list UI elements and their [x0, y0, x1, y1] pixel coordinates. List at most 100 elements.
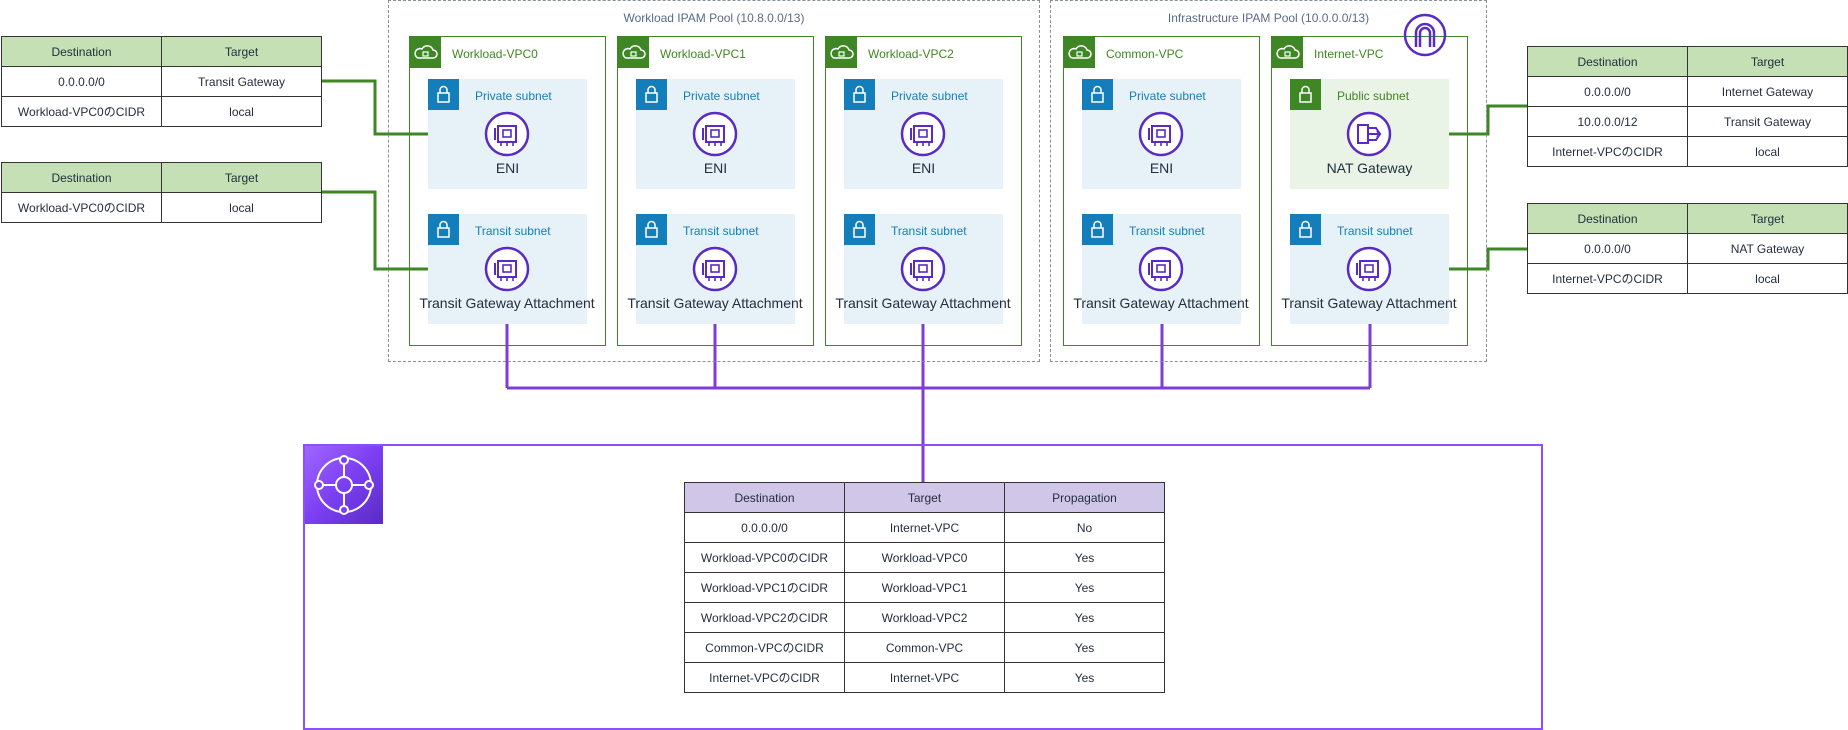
nat-gateway-icon	[1346, 111, 1392, 157]
vpc-cloud-icon	[410, 37, 441, 68]
column-header: Target	[844, 482, 1005, 513]
link-internet-public-table	[1448, 104, 1527, 136]
column-header: Target	[161, 36, 322, 67]
table-cell: Internet Gateway	[1687, 76, 1848, 107]
vpc-name: Workload-VPC0	[452, 47, 538, 61]
vpc-name: Internet-VPC	[1314, 47, 1384, 61]
table-cell: local	[161, 192, 322, 223]
table-cell: Workload-VPC1のCIDR	[684, 572, 845, 603]
table-cell: local	[1687, 136, 1848, 167]
table-cell: Internet-VPC	[844, 512, 1005, 543]
subnet-name: Private subnet	[1129, 89, 1206, 103]
subnet-name: Transit subnet	[891, 224, 967, 238]
table-cell: Workload-VPC0	[844, 542, 1005, 573]
table-cell: Yes	[1004, 632, 1165, 663]
subnet-name: Private subnet	[683, 89, 760, 103]
subnet-name: Private subnet	[475, 89, 552, 103]
table-cell: 0.0.0.0/0	[1, 66, 162, 97]
table-cell: Yes	[1004, 572, 1165, 603]
subnet-lock-icon	[1290, 79, 1321, 110]
subnet-name: Public subnet	[1337, 89, 1410, 103]
internet-gateway-icon	[1403, 13, 1447, 57]
link-wl0-private-table	[320, 79, 428, 136]
subnet-name: Private subnet	[891, 89, 968, 103]
tgw-attachment-icon	[1138, 246, 1184, 292]
subnet-lock-icon	[844, 214, 875, 245]
vpc-name: Workload-VPC2	[868, 47, 954, 61]
tgw-attachment-label-wl0: Transit Gateway Attachment	[419, 295, 595, 311]
table-cell: 0.0.0.0/0	[684, 512, 845, 543]
link-internet-transit-table	[1448, 247, 1527, 271]
table-cell: Internet-VPC	[844, 662, 1005, 693]
table-cell: 10.0.0.0/12	[1527, 106, 1688, 137]
tgw-attachment-label-wl2: Transit Gateway Attachment	[835, 295, 1011, 311]
subnet-lock-icon	[636, 79, 667, 110]
vpc-name: Workload-VPC1	[660, 47, 746, 61]
vpc-cloud-icon	[826, 37, 857, 68]
vpc-common-vpc: Common-VPC	[1063, 36, 1260, 346]
table-cell: 0.0.0.0/0	[1527, 233, 1688, 264]
workload-ipam-pool-title: Workload IPAM Pool (10.8.0.0/13)	[623, 11, 805, 25]
subnet-lock-icon	[1082, 214, 1113, 245]
table-cell: Workload-VPC0のCIDR	[1, 96, 162, 127]
eni-label-wl1: ENI	[703, 160, 728, 176]
table-cell: Workload-VPC0のCIDR	[684, 542, 845, 573]
table-cell: Workload-VPC2	[844, 602, 1005, 633]
table-cell: No	[1004, 512, 1165, 543]
network-interface-icon	[692, 111, 738, 157]
column-header: Destination	[1, 162, 162, 193]
vpc-workload-vpc0: Workload-VPC0	[409, 36, 606, 346]
workload-ipam-pool: Workload IPAM Pool (10.8.0.0/13)	[388, 0, 1040, 362]
subnet-lock-icon	[428, 214, 459, 245]
column-header: Target	[161, 162, 322, 193]
vpc-cloud-icon	[1272, 37, 1303, 68]
column-header: Destination	[1, 36, 162, 67]
table-cell: Yes	[1004, 602, 1165, 633]
table-cell: Workload-VPC1	[844, 572, 1005, 603]
subnet-lock-icon	[1290, 214, 1321, 245]
transit-gateway-container	[303, 444, 1543, 730]
subnet-name: Transit subnet	[683, 224, 759, 238]
transit-gateway-icon	[305, 446, 383, 524]
table-cell: Internet-VPCのCIDR	[1527, 263, 1688, 294]
subnet-lock-icon	[844, 79, 875, 110]
subnet-lock-icon	[428, 79, 459, 110]
network-interface-icon	[900, 111, 946, 157]
vpc-cloud-icon	[618, 37, 649, 68]
column-header: Propagation	[1004, 482, 1165, 513]
eni-label-wl2: ENI	[911, 160, 936, 176]
tgw-attachment-label-common: Transit Gateway Attachment	[1073, 295, 1249, 311]
table-cell: Workload-VPC0のCIDR	[1, 192, 162, 223]
subnet-transit-common: Transit subnet	[1082, 214, 1241, 324]
eni-label-common: ENI	[1149, 160, 1174, 176]
infrastructure-ipam-pool-title: Infrastructure IPAM Pool (10.0.0.0/13)	[1167, 11, 1370, 25]
table-cell: Transit Gateway	[1687, 106, 1848, 137]
table-cell: Transit Gateway	[161, 66, 322, 97]
nat-gateway-label: NAT Gateway	[1326, 160, 1413, 176]
tgw-attachment-label-wl1: Transit Gateway Attachment	[627, 295, 803, 311]
tgw-attachment-icon	[1346, 246, 1392, 292]
column-header: Destination	[1527, 203, 1688, 234]
subnet-name: Transit subnet	[1337, 224, 1413, 238]
vpc-name: Common-VPC	[1106, 47, 1184, 61]
table-cell: local	[1687, 263, 1848, 294]
